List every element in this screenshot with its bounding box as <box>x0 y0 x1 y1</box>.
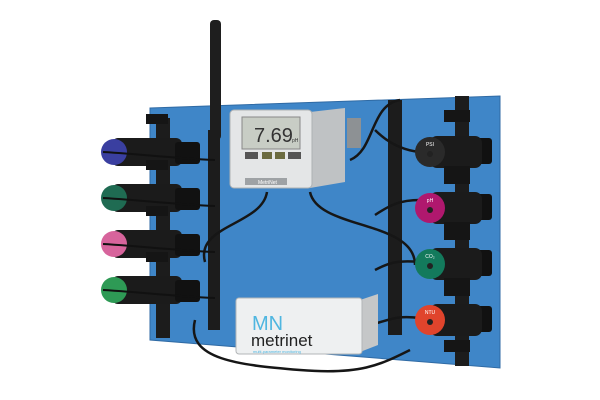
right-sensor: PSI <box>415 110 492 184</box>
left-rail <box>208 130 220 330</box>
left-sensor <box>101 206 216 258</box>
right-rail <box>388 100 402 335</box>
up-button[interactable] <box>262 152 272 159</box>
wall-bracket <box>347 118 361 148</box>
hub-brand: metrinet <box>251 331 313 350</box>
hub-logo-mark: MN <box>252 313 283 335</box>
controller-unit: 7.69 pH MetriNet <box>229 108 361 189</box>
enter-button[interactable] <box>288 152 301 159</box>
display-unit: pH <box>292 138 299 144</box>
sensor-label: NTU <box>425 310 436 316</box>
sensor-label: CO₂ <box>425 254 435 260</box>
sensor-label: PSI <box>426 142 434 148</box>
display-value: 7.69 <box>254 125 293 147</box>
sensor-label: pH <box>427 198 434 204</box>
hub-tagline: multi-parameter monitoring <box>253 349 301 354</box>
menu-button[interactable] <box>245 152 258 159</box>
left-sensor <box>101 160 216 212</box>
controller-display <box>241 116 301 150</box>
left-sensor <box>101 114 216 166</box>
controller-plate-label: MetriNet <box>258 180 278 186</box>
left-sensor <box>101 252 216 304</box>
right-sensor: NTU <box>415 278 492 352</box>
metrinet-hub: MN metrinet multi-parameter monitoring <box>235 294 378 355</box>
antenna <box>210 20 221 140</box>
down-button[interactable] <box>275 152 285 159</box>
